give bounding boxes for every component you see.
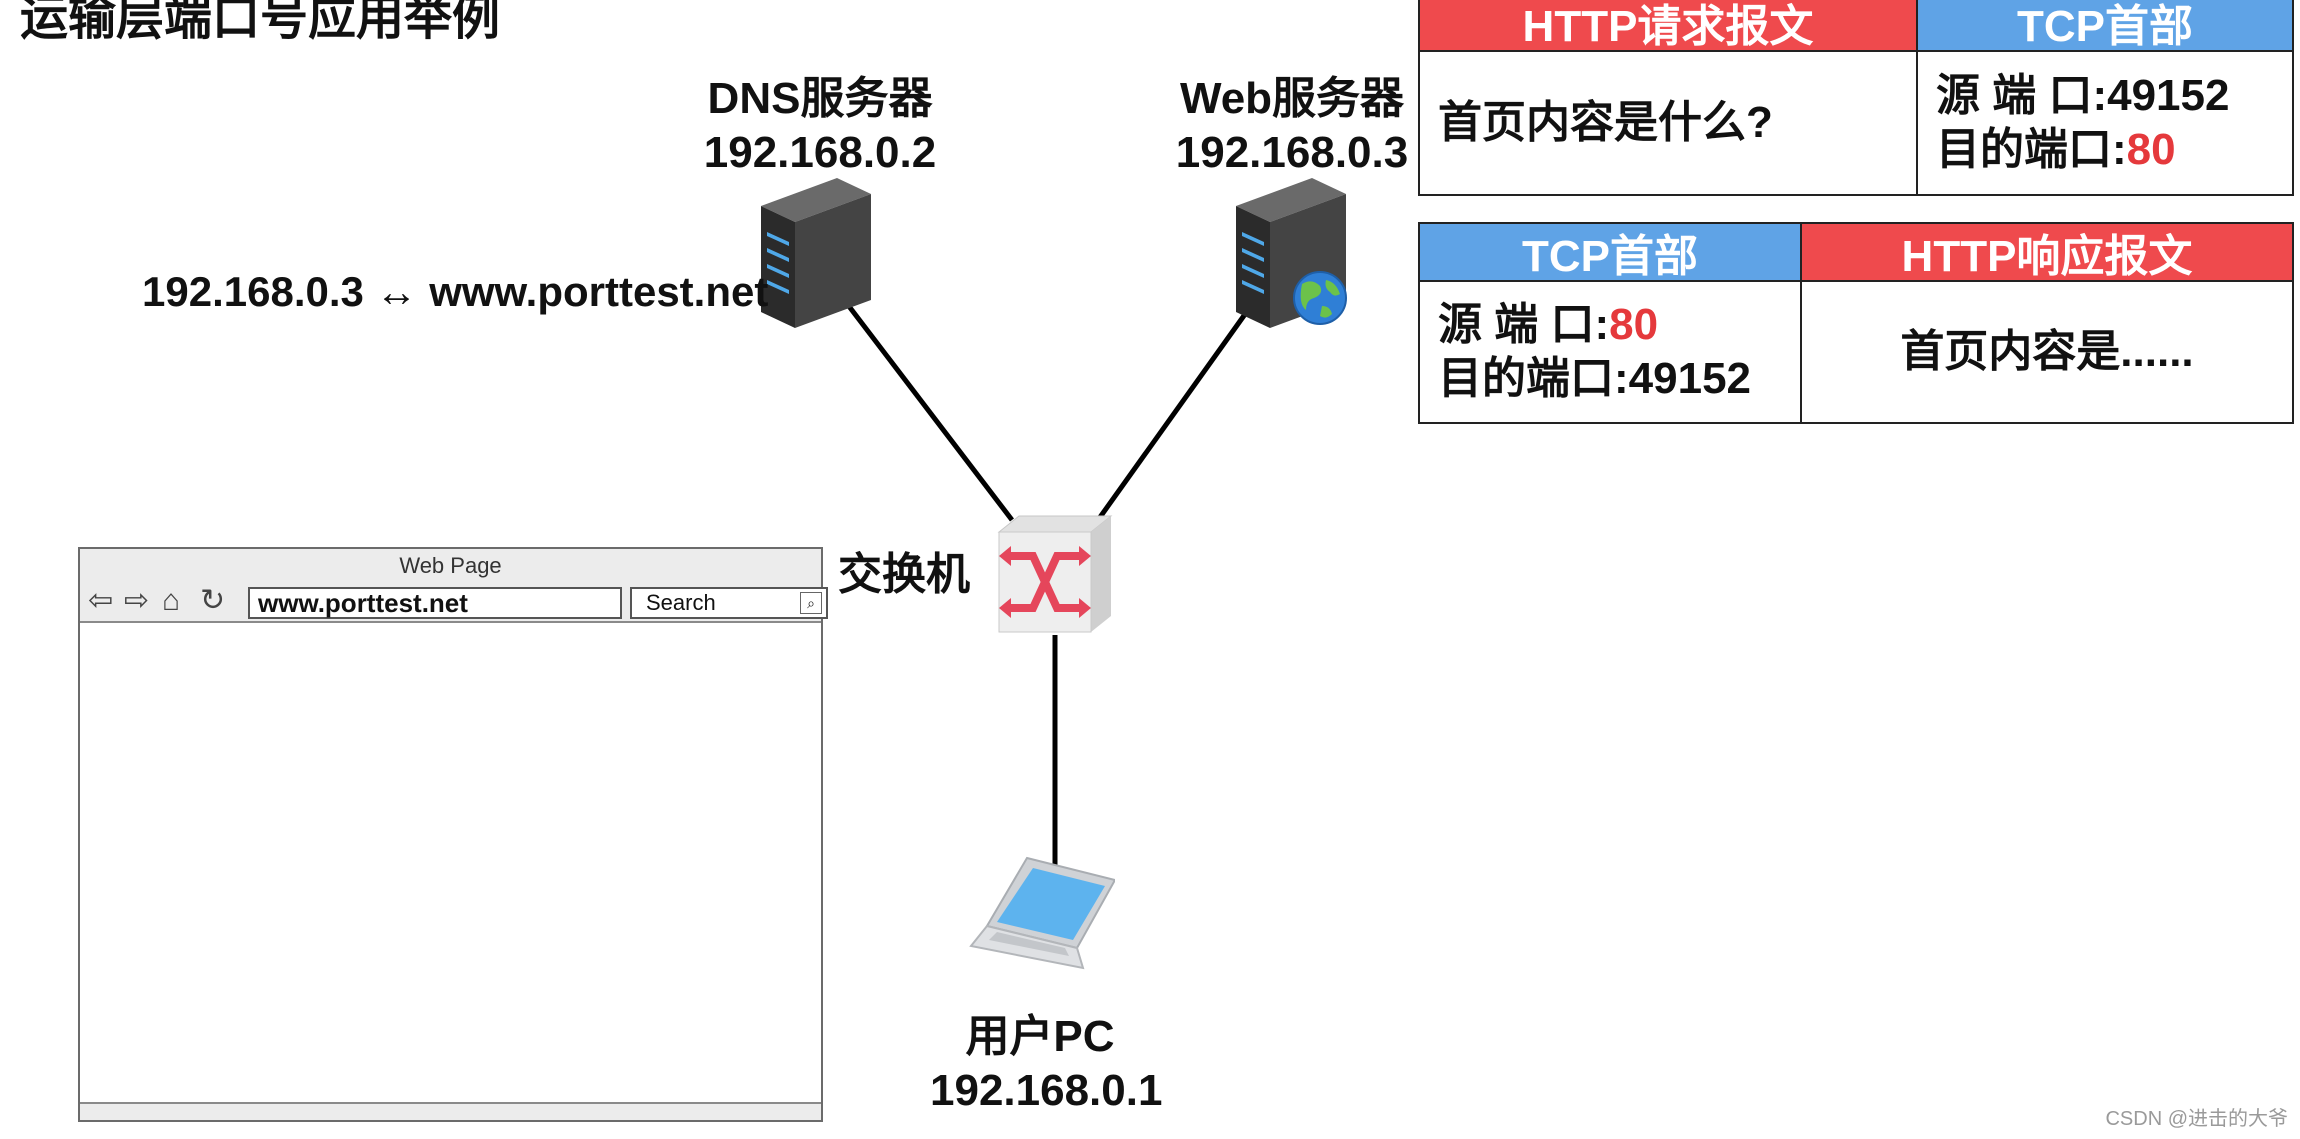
response-http-section: HTTP响应报文 首页内容是...... (1800, 224, 2292, 422)
response-dst-port-row: 目的端口:49152 (1438, 352, 1782, 406)
user-pc-label: 用户PC 192.168.0.1 (930, 1010, 1163, 1118)
web-server-icon[interactable] (1230, 172, 1360, 332)
home-icon[interactable]: ⌂ (162, 584, 181, 617)
browser-window: Web Page ⇦ ⇨ ⌂ ↻ www.porttest.net Search… (78, 547, 828, 1122)
http-request-packet: HTTP请求报文 首页内容是什么? TCP首部 源 端 口:49152 目的端口… (1418, 0, 2294, 196)
link-dns-switch (846, 303, 1014, 522)
response-dst-port: 49152 (1628, 354, 1752, 403)
request-dst-port: 80 (2126, 125, 2176, 174)
refresh-icon[interactable]: ↻ (200, 584, 226, 617)
switch-label: 交换机 (838, 550, 970, 599)
request-dst-port-row: 目的端口:80 (1936, 123, 2274, 177)
response-tcp-ports: 源 端 口:80 目的端口:49152 (1420, 282, 1800, 422)
link-web-switch (1095, 308, 1251, 522)
browser-content (80, 623, 821, 1102)
request-http-content: 首页内容是什么? (1438, 98, 1773, 147)
search-placeholder: Search (646, 590, 716, 615)
watermark: CSDN @进击的大爷 (2105, 1108, 2288, 1130)
search-icon[interactable]: ⌕ (800, 592, 822, 614)
globe-icon (1293, 271, 1347, 325)
server-icon[interactable] (755, 172, 875, 332)
browser-status-bar (80, 1102, 821, 1120)
request-src-port: 49152 (2107, 71, 2230, 120)
web-server-name: Web服务器 (1179, 74, 1405, 123)
request-http-header: HTTP请求报文 (1420, 0, 1916, 52)
forward-arrow-icon[interactable]: ⇨ (124, 584, 150, 617)
response-http-header: HTTP响应报文 (1802, 224, 2292, 282)
request-src-label: 源 端 口: (1936, 71, 2108, 120)
user-pc-ip: 192.168.0.1 (930, 1066, 1163, 1115)
switch-icon[interactable] (995, 512, 1115, 638)
dns-mapping: 192.168.0.3 ↔ www.porttest.net (142, 268, 769, 315)
request-dst-label: 目的端口: (1936, 125, 2127, 174)
dns-server-name: DNS服务器 (707, 74, 933, 123)
search-box[interactable]: Search ⌕ (630, 587, 828, 619)
request-http-section: HTTP请求报文 首页内容是什么? (1420, 0, 1916, 194)
response-src-label: 源 端 口: (1438, 300, 1610, 349)
response-dst-label: 目的端口: (1438, 354, 1629, 403)
page-title: 运输层端口号应用举例 (20, 0, 501, 45)
response-src-port-row: 源 端 口:80 (1438, 298, 1782, 352)
request-tcp-header: TCP首部 (1918, 0, 2292, 52)
response-http-content: 首页内容是...... (1900, 327, 2194, 376)
response-tcp-header: TCP首部 (1420, 224, 1800, 282)
web-server-ip: 192.168.0.3 (1175, 128, 1409, 177)
browser-toolbar: ⇦ ⇨ ⌂ ↻ www.porttest.net Search ⌕ (80, 583, 828, 623)
back-arrow-icon[interactable]: ⇦ (88, 584, 114, 617)
laptop-icon[interactable] (965, 850, 1115, 980)
url-bar[interactable]: www.porttest.net (248, 587, 622, 619)
response-src-port: 80 (1609, 300, 1659, 349)
response-tcp-section: TCP首部 源 端 口:80 目的端口:49152 (1420, 224, 1800, 422)
user-pc-name: 用户PC (965, 1012, 1115, 1061)
dns-server-ip: 192.168.0.2 (703, 128, 937, 177)
browser-title: Web Page (80, 549, 821, 583)
request-tcp-ports: 源 端 口:49152 目的端口:80 (1918, 52, 2292, 194)
web-server-label: Web服务器 192.168.0.3 (1172, 72, 1412, 180)
request-tcp-section: TCP首部 源 端 口:49152 目的端口:80 (1916, 0, 2292, 194)
dns-server-label: DNS服务器 192.168.0.2 (700, 72, 940, 180)
request-src-port-row: 源 端 口:49152 (1936, 69, 2274, 123)
http-response-packet: TCP首部 源 端 口:80 目的端口:49152 HTTP响应报文 首页内容是… (1418, 222, 2294, 424)
